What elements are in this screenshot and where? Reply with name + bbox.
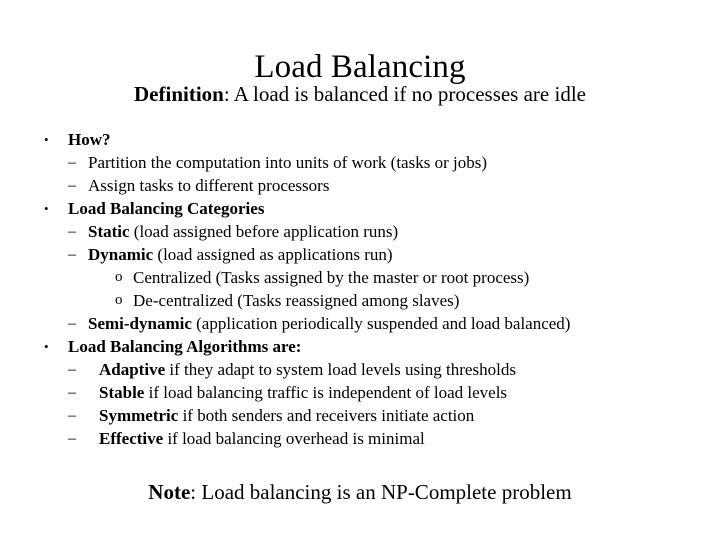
- outline-item-detail: Partition the computation into units of …: [88, 153, 487, 172]
- outline-item: –Partition the computation into units of…: [0, 151, 720, 174]
- note-label: Note: [148, 480, 191, 504]
- outline-item: o De-centralized (Tasks reassigned among …: [0, 289, 720, 312]
- outline-item: • Load Balancing Algorithms are:: [0, 335, 720, 358]
- footer-note: Note: Load balancing is an NP-Complete p…: [0, 480, 720, 505]
- bullet-marker-icon: •: [44, 339, 49, 354]
- outline-item-label: De-centralized (Tasks reassigned among s…: [133, 289, 459, 312]
- bullet-marker-icon: o: [115, 269, 123, 285]
- bullet-marker-icon: –: [68, 223, 76, 240]
- outline-item-detail: if load balancing traffic is independent…: [144, 383, 508, 402]
- outline-item-label: Semi-dynamic (application periodically s…: [88, 312, 570, 335]
- bullet-marker-icon: –: [68, 407, 76, 424]
- bullet-marker-icon: –: [68, 430, 76, 447]
- outline-item: –Static (load assigned before applicatio…: [0, 220, 720, 243]
- outline-item-label: How?: [68, 128, 111, 151]
- outline-item-label: Adaptive if they adapt to system load le…: [99, 358, 516, 381]
- bullet-marker-icon: –: [68, 384, 76, 401]
- outline-item: – Symmetric if both senders and receivers…: [0, 404, 720, 427]
- outline-item-label: Assign tasks to different processors: [88, 174, 329, 197]
- outline-item: • Load Balancing Categories: [0, 197, 720, 220]
- bullet-marker-icon: –: [68, 154, 76, 171]
- outline-item-detail: Centralized (Tasks assigned by the maste…: [133, 268, 530, 287]
- outline-item-detail: (load assigned before application runs): [129, 222, 399, 241]
- bullet-marker-icon: •: [44, 201, 49, 216]
- outline-item: – Stable if load balancing traffic is ind…: [0, 381, 720, 404]
- outline-item-term: Load Balancing Categories: [68, 199, 265, 218]
- outline-item-label: Static (load assigned before application…: [88, 220, 398, 243]
- outline-item-term: Effective: [99, 429, 164, 448]
- outline-item-label: Load Balancing Algorithms are:: [68, 335, 301, 358]
- outline-item-label: Partition the computation into units of …: [88, 151, 487, 174]
- bullet-marker-icon: –: [68, 177, 76, 194]
- outline-item-detail: if they adapt to system load levels usin…: [165, 360, 516, 379]
- outline-item-detail: (application periodically suspended and …: [191, 314, 571, 333]
- definition-text: : A load is balanced if no processes are…: [223, 82, 586, 106]
- outline-item-term: Semi-dynamic: [88, 314, 192, 333]
- outline-item: –Dynamic (load assigned as applications …: [0, 243, 720, 266]
- outline-item-label: Effective if load balancing overhead is …: [99, 427, 425, 450]
- outline-item-label: Stable if load balancing traffic is inde…: [99, 381, 507, 404]
- definition-label: Definition: [134, 82, 224, 106]
- outline-item-detail: Assign tasks to different processors: [88, 176, 330, 195]
- page-title: Load Balancing: [254, 49, 466, 86]
- outline-item-term: Load Balancing Algorithms are:: [68, 337, 302, 356]
- outline-item-detail: if load balancing overhead is minimal: [163, 429, 425, 448]
- outline-item: • How?: [0, 128, 720, 151]
- bullet-marker-icon: –: [68, 361, 76, 378]
- bullet-marker-icon: o: [115, 292, 123, 308]
- outline-item: – Adaptive if they adapt to system load l…: [0, 358, 720, 381]
- bullet-marker-icon: –: [68, 246, 76, 263]
- outline-item-term: Adaptive: [99, 360, 166, 379]
- bullet-marker-icon: •: [44, 132, 49, 147]
- outline-item-term: Dynamic: [88, 245, 154, 264]
- definition-line: Definition: A load is balanced if no pro…: [0, 82, 720, 107]
- outline-item: o Centralized (Tasks assigned by the mast…: [0, 266, 720, 289]
- outline-item-term: Static: [88, 222, 130, 241]
- outline-item-label: Symmetric if both senders and receivers …: [99, 404, 474, 427]
- outline-list: •How?–Partition the computation into uni…: [0, 128, 720, 450]
- outline-item-detail: (load assigned as applications run): [153, 245, 393, 264]
- bullet-marker-icon: –: [68, 315, 76, 332]
- outline-item-term: Symmetric: [99, 406, 179, 425]
- outline-item: –Semi-dynamic (application periodically …: [0, 312, 720, 335]
- outline-item-term: Stable: [99, 383, 145, 402]
- note-text: : Load balancing is an NP-Complete probl…: [190, 480, 572, 504]
- outline-item: – Effective if load balancing overhead is…: [0, 427, 720, 450]
- outline-item-label: Dynamic (load assigned as applications r…: [88, 243, 393, 266]
- outline-item-detail: De-centralized (Tasks reassigned among s…: [133, 291, 460, 310]
- outline-item: –Assign tasks to different processors: [0, 174, 720, 197]
- outline-item-label: Centralized (Tasks assigned by the maste…: [133, 266, 529, 289]
- outline-item-label: Load Balancing Categories: [68, 197, 264, 220]
- outline-item-detail: if both senders and receivers initiate a…: [178, 406, 475, 425]
- outline-item-term: How?: [68, 130, 111, 149]
